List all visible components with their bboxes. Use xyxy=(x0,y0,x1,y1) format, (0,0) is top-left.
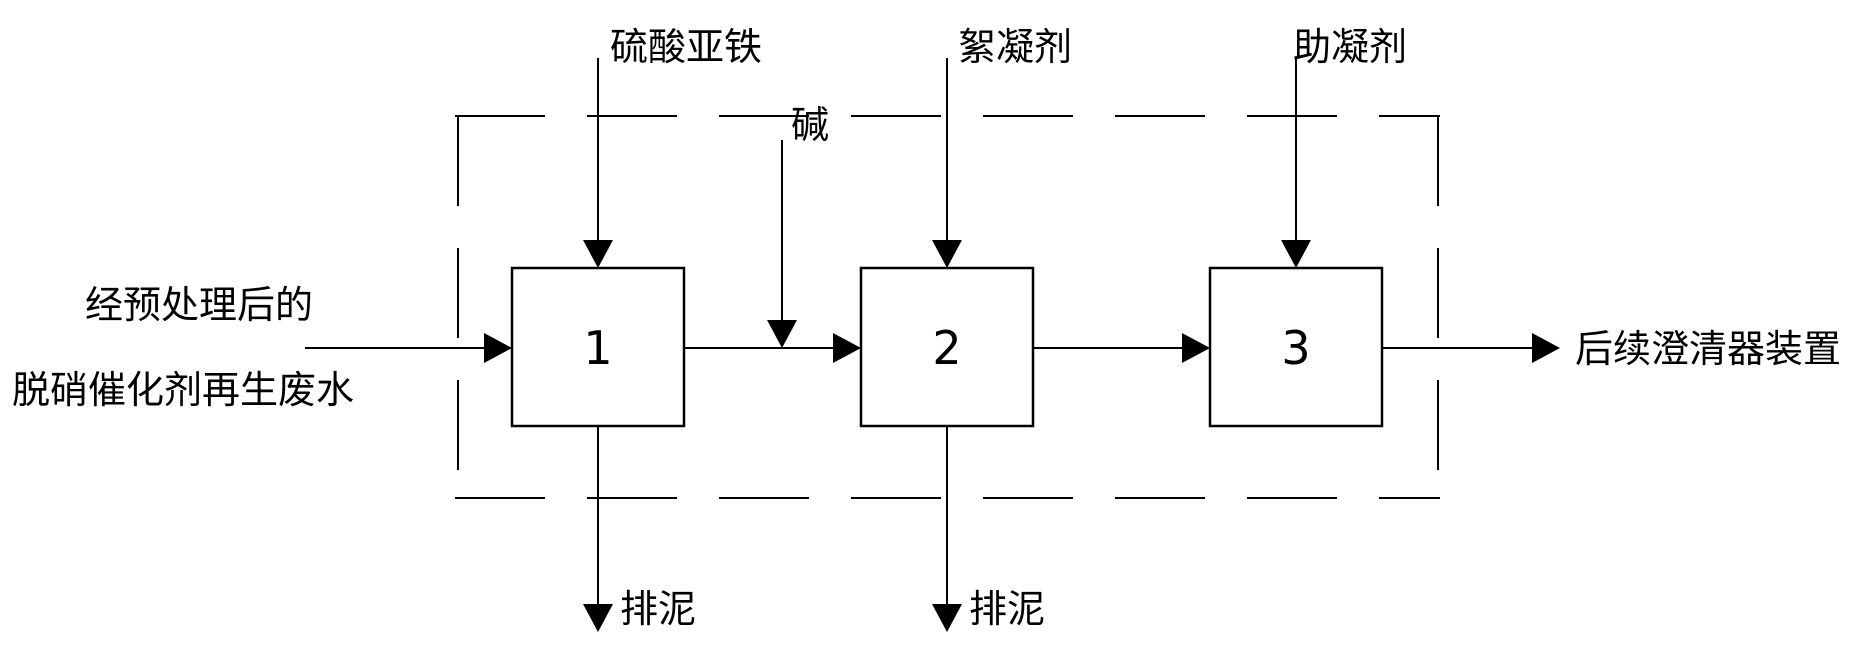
feed-label-line1: 经预处理后的 xyxy=(85,283,313,327)
sludge-2-label: 排泥 xyxy=(969,587,1045,631)
feed-label-line2: 脱硝催化剂再生废水 xyxy=(12,368,354,412)
reagent-1-arrow xyxy=(583,58,613,268)
unit-box-3: 3 xyxy=(1208,266,1384,428)
reagent-1-label: 硫酸亚铁 xyxy=(610,25,762,69)
reagent-2-arrow xyxy=(932,58,962,268)
sludge-1-label: 排泥 xyxy=(620,587,696,631)
feed-inlet-arrow xyxy=(305,333,512,363)
base-label: 碱 xyxy=(791,103,829,147)
flow-arrow-1-to-2 xyxy=(684,333,861,363)
unit-box-1: 1 xyxy=(510,266,686,428)
unit-label-1: 1 xyxy=(583,321,612,375)
unit-label-3: 3 xyxy=(1281,321,1310,375)
base-arrow xyxy=(767,140,797,348)
dashed-enclosure xyxy=(455,115,1440,499)
reagent-2-label: 絮凝剂 xyxy=(958,25,1072,69)
unit-box-2: 2 xyxy=(859,266,1035,428)
downstream-label: 后续澄清器装置 xyxy=(1575,327,1841,371)
outlet-arrow xyxy=(1382,333,1560,363)
reagent-3-label: 助凝剂 xyxy=(1293,25,1407,69)
reagent-3-arrow xyxy=(1281,58,1311,268)
flow-arrow-2-to-3 xyxy=(1033,333,1210,363)
unit-label-2: 2 xyxy=(932,321,961,375)
sludge-1-arrow xyxy=(583,426,613,632)
sludge-2-arrow xyxy=(932,426,962,632)
